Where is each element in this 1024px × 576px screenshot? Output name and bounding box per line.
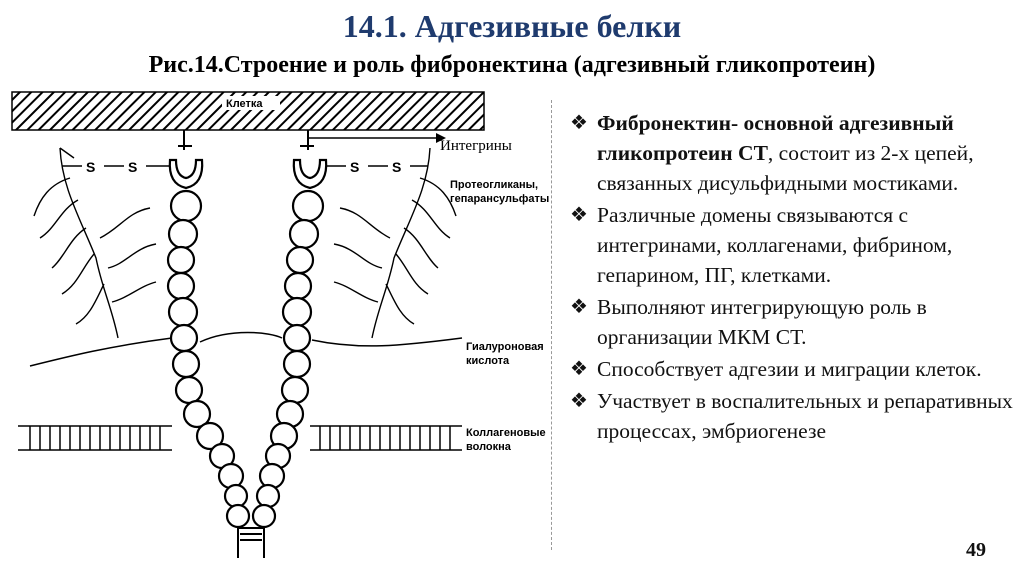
integrin-arrow [308,133,446,143]
bullet-text: Способствует адгезии и миграции клеток. [597,357,982,381]
ss-label-right-1: S [350,159,359,175]
fibronectin-diagram: Клетка Интегрины [11,91,549,558]
bullet-list: ❖ Фибронектин- основной адгезивный глико… [570,108,1015,448]
diamond-bullet-icon: ❖ [570,112,588,134]
ss-label-left-1: S [86,159,95,175]
bullet-item: ❖ Различные домены связываются с интегри… [570,200,1015,290]
diamond-bullet-icon: ❖ [570,358,588,380]
divider-line [551,100,552,550]
hyaluronic-label-line2: кислота [466,355,510,367]
integrins-label: Интегрины [440,138,512,154]
diamond-bullet-icon: ❖ [570,204,588,226]
hyaluronic-label-line1: Гиалуроновая [466,341,544,353]
diamond-bullet-icon: ❖ [570,390,588,412]
bullet-bold-text: Фибронектин- основной адгезивный гликопр… [597,111,954,165]
collagen-label-line2: волокна [466,441,512,453]
ss-label-right-2: S [392,159,401,175]
cell-membrane [11,91,485,131]
bullet-text: Выполняют интегрирующую роль в организац… [597,295,927,349]
proteoglycans-label-line1: Протеогликаны, [450,179,538,191]
bullet-item: ❖ Выполняют интегрирующую роль в организ… [570,292,1015,352]
bullet-item: ❖ Фибронектин- основной адгезивный глико… [570,108,1015,198]
bullet-item: ❖ Участвует в воспалительных и репаратив… [570,386,1015,446]
collagen-fibers [18,425,462,451]
proteoglycan-right [333,147,457,339]
hyaluronic-acid-strand [29,331,463,367]
bullet-item: ❖ Способствует адгезии и миграции клеток… [570,354,1015,384]
proteoglycan-left [33,147,157,339]
cell-label: Клетка [226,98,263,110]
bullet-text: Различные домены связываются с интегрина… [597,203,953,287]
bullet-text: , состоит из 2-х цепей, связанных дисуль… [597,141,974,195]
proteoglycans-label-line2: гепарансульфаты [450,193,549,205]
ss-label-left-2: S [128,159,137,175]
collagen-label-line1: Коллагеновые [466,427,546,439]
fibronectin-chain-right [251,158,328,529]
page-number: 49 [966,539,986,561]
disulfide-bridges [237,527,265,558]
fibronectin-chain-left [166,158,251,529]
bullet-text: Участвует в воспалительных и репаративны… [597,389,1013,443]
diamond-bullet-icon: ❖ [570,296,588,318]
slide-title: 14.1. Адгезивные белки [342,8,682,44]
figure-caption: Рис.14.Строение и роль фибронектина (адг… [148,52,876,78]
integrins [178,130,314,150]
